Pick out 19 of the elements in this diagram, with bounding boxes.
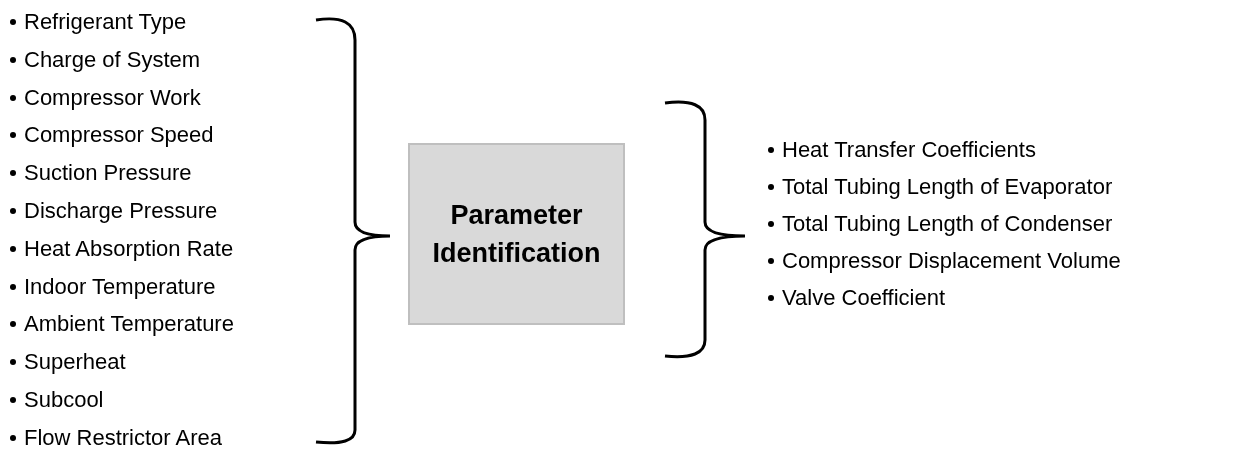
list-item: Ambient Temperature: [24, 311, 234, 338]
list-item: Heat Absorption Rate: [24, 235, 234, 262]
list-item: Total Tubing Length of Condenser: [782, 211, 1113, 237]
list-item: Subcool: [24, 386, 104, 413]
process-box: [408, 143, 625, 325]
list-item: Flow Restrictor Area: [24, 424, 223, 451]
list-item: Suction Pressure: [24, 160, 192, 187]
list-item: Charge of System: [24, 46, 201, 73]
list-item: Discharge Pressure: [24, 198, 218, 224]
list-item: Valve Coefficient: [782, 285, 946, 311]
list-item: Indoor Temperature: [24, 273, 216, 300]
list-item: Total Tubing Length of Evaporator: [782, 174, 1113, 200]
box-title: Parameter Identification: [431, 199, 602, 270]
list-item: Superheat: [24, 349, 126, 376]
list-item: Heat Transfer Coefficients: [782, 137, 1036, 163]
list-item: Compressor Speed: [24, 122, 214, 149]
list-item: Compressor Displacement Volume: [782, 248, 1121, 274]
list-item: Compressor Work: [24, 84, 201, 111]
list-item: Refrigerant Type: [24, 9, 187, 35]
